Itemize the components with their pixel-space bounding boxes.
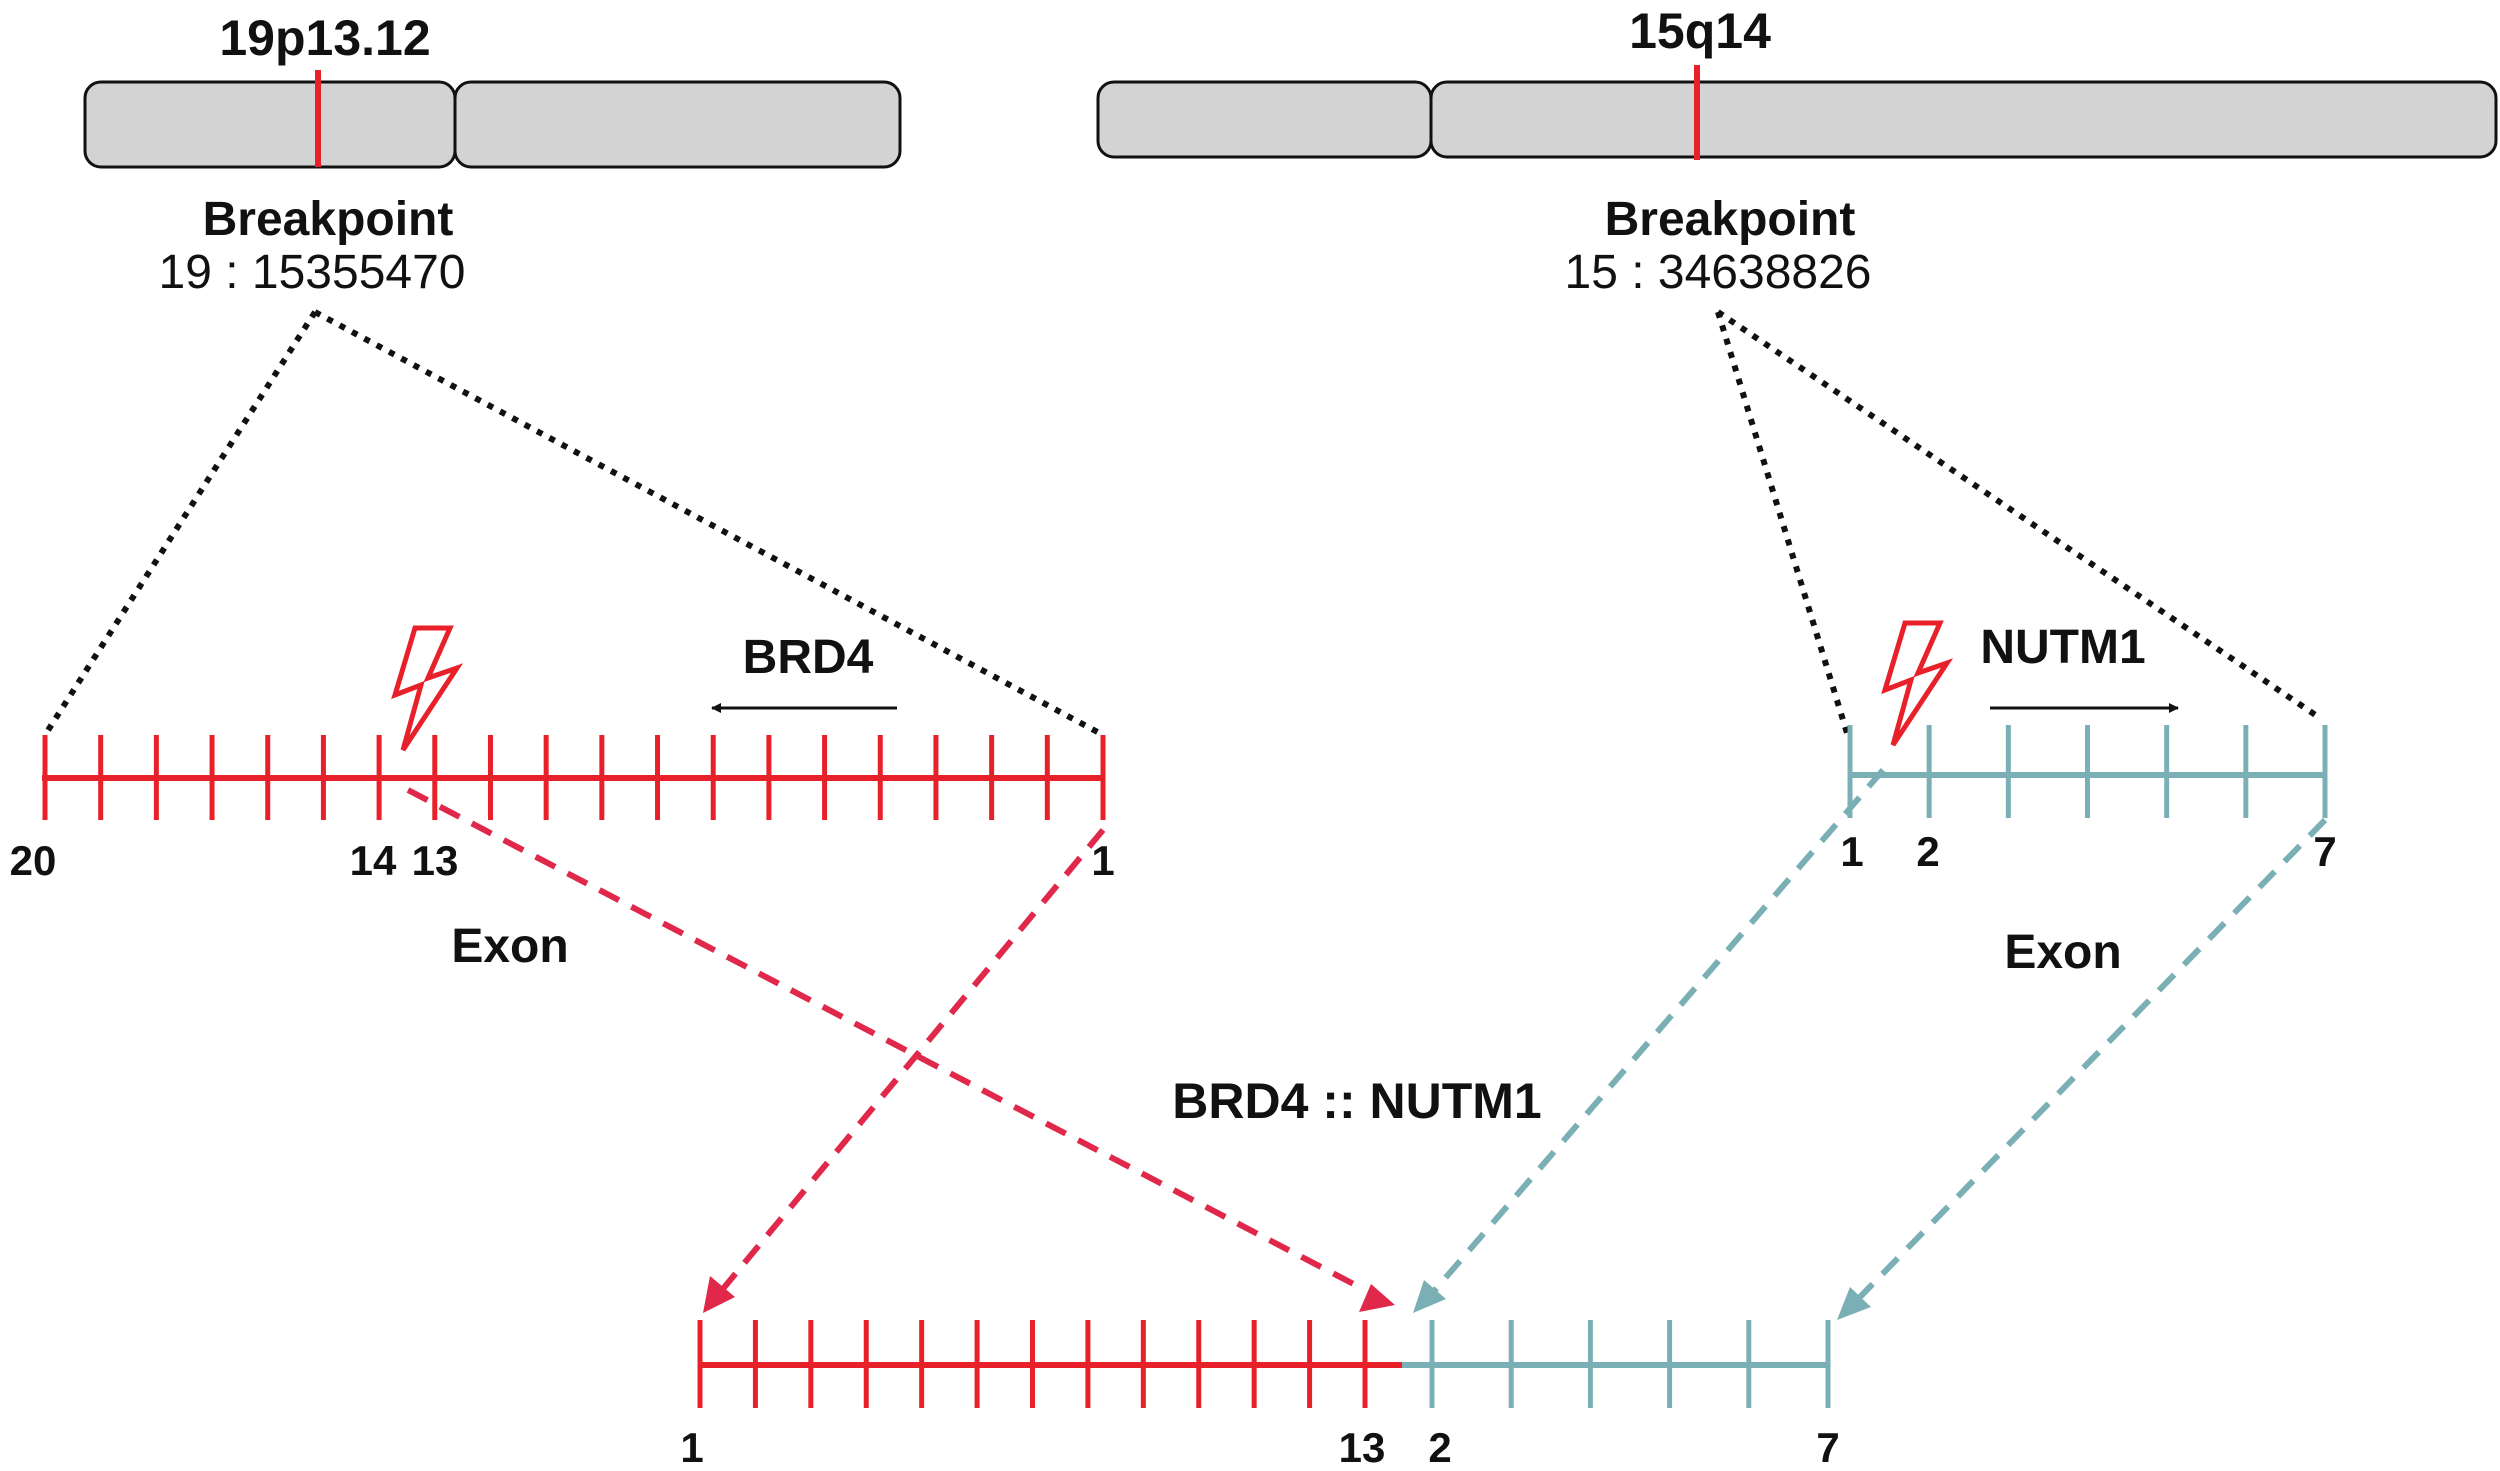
chr19-zoom-left <box>42 310 318 737</box>
brd4-gene: BRD4 20 14 13 1 Exon <box>10 625 1115 973</box>
brd4-exon1-to-fusion-arrow <box>719 828 1106 1292</box>
chr19-breakpoint-title: Breakpoint <box>203 193 454 246</box>
fusion-nutm1-exon-ticks <box>1429 1320 1831 1408</box>
brd4-exon-ticks <box>42 735 1106 820</box>
fusion-exon-label-7: 7 <box>1816 1424 1839 1471</box>
fusion-exon-label-13: 13 <box>1339 1424 1386 1471</box>
chromosome-19: 19p13.12 Breakpoint 19 : 15355470 <box>83 10 902 299</box>
chr19-zoom-right <box>313 309 1105 738</box>
fusion-exon-label-1: 1 <box>680 1424 703 1471</box>
arrowhead-brd4-exon13 <box>1359 1284 1395 1312</box>
chr15-zoom-right <box>1716 309 2322 721</box>
mapping-arrowheads <box>703 1276 1871 1320</box>
nutm1-exon-label-1: 1 <box>1840 828 1863 875</box>
nutm1-exon-label-7: 7 <box>2313 828 2336 875</box>
mapping-arrows <box>406 768 2328 1300</box>
arrowhead-nutm1-start <box>1413 1280 1446 1313</box>
chr19-breakpoint-position: 19 : 15355470 <box>159 246 466 299</box>
brd4-exon-label-20: 20 <box>10 837 57 884</box>
fusion-brd4-exon-ticks <box>697 1320 1368 1408</box>
chr15-long-arm <box>1429 80 2498 159</box>
nutm1-exon-ticks <box>1847 725 2328 818</box>
fusion-exon-label-2: 2 <box>1428 1424 1451 1471</box>
fusion-title: BRD4 :: NUTM1 <box>1172 1073 1541 1129</box>
arrowhead-brd4-exon1 <box>703 1276 735 1313</box>
brd4-gene-label: BRD4 <box>743 631 874 684</box>
fusion-gene: BRD4 :: NUTM1 1 13 2 7 <box>680 1073 1839 1471</box>
nutm1-end-to-fusion-arrow <box>1857 817 2328 1300</box>
nutm1-gene: NUTM1 1 2 7 Exon <box>1840 620 2337 979</box>
brd4-breakpoint-icon <box>391 625 464 752</box>
chr15-short-arm <box>1096 80 1433 159</box>
nutm1-exon-label-2: 2 <box>1916 828 1939 875</box>
brd4-exon-label-14: 14 <box>350 837 397 884</box>
brd4-exon-label-13: 13 <box>412 837 459 884</box>
chr15-zoom-left <box>1715 311 1850 734</box>
chromosome-15: 15q14 Breakpoint 15 : 34638826 <box>1096 3 2498 299</box>
chr19-band-label: 19p13.12 <box>219 10 430 66</box>
zoom-lines <box>42 309 2322 738</box>
chr15-band-label: 15q14 <box>1629 3 1771 59</box>
brd4-exon13-to-fusion-arrow <box>406 787 1367 1293</box>
brd4-exon-caption: Exon <box>451 920 568 973</box>
arrowhead-nutm1-end <box>1837 1287 1871 1320</box>
nutm1-breakpoint-icon <box>1881 620 1954 747</box>
chr15-breakpoint-title: Breakpoint <box>1605 193 1856 246</box>
brd4-exon-label-1: 1 <box>1091 837 1114 884</box>
chr19-long-arm <box>453 80 902 169</box>
chr19-short-arm <box>83 80 457 169</box>
nutm1-gene-label: NUTM1 <box>1980 621 2145 674</box>
chr15-breakpoint-position: 15 : 34638826 <box>1565 246 1872 299</box>
nutm1-start-to-fusion-arrow <box>1432 768 1886 1292</box>
nutm1-exon-caption: Exon <box>2004 926 2121 979</box>
